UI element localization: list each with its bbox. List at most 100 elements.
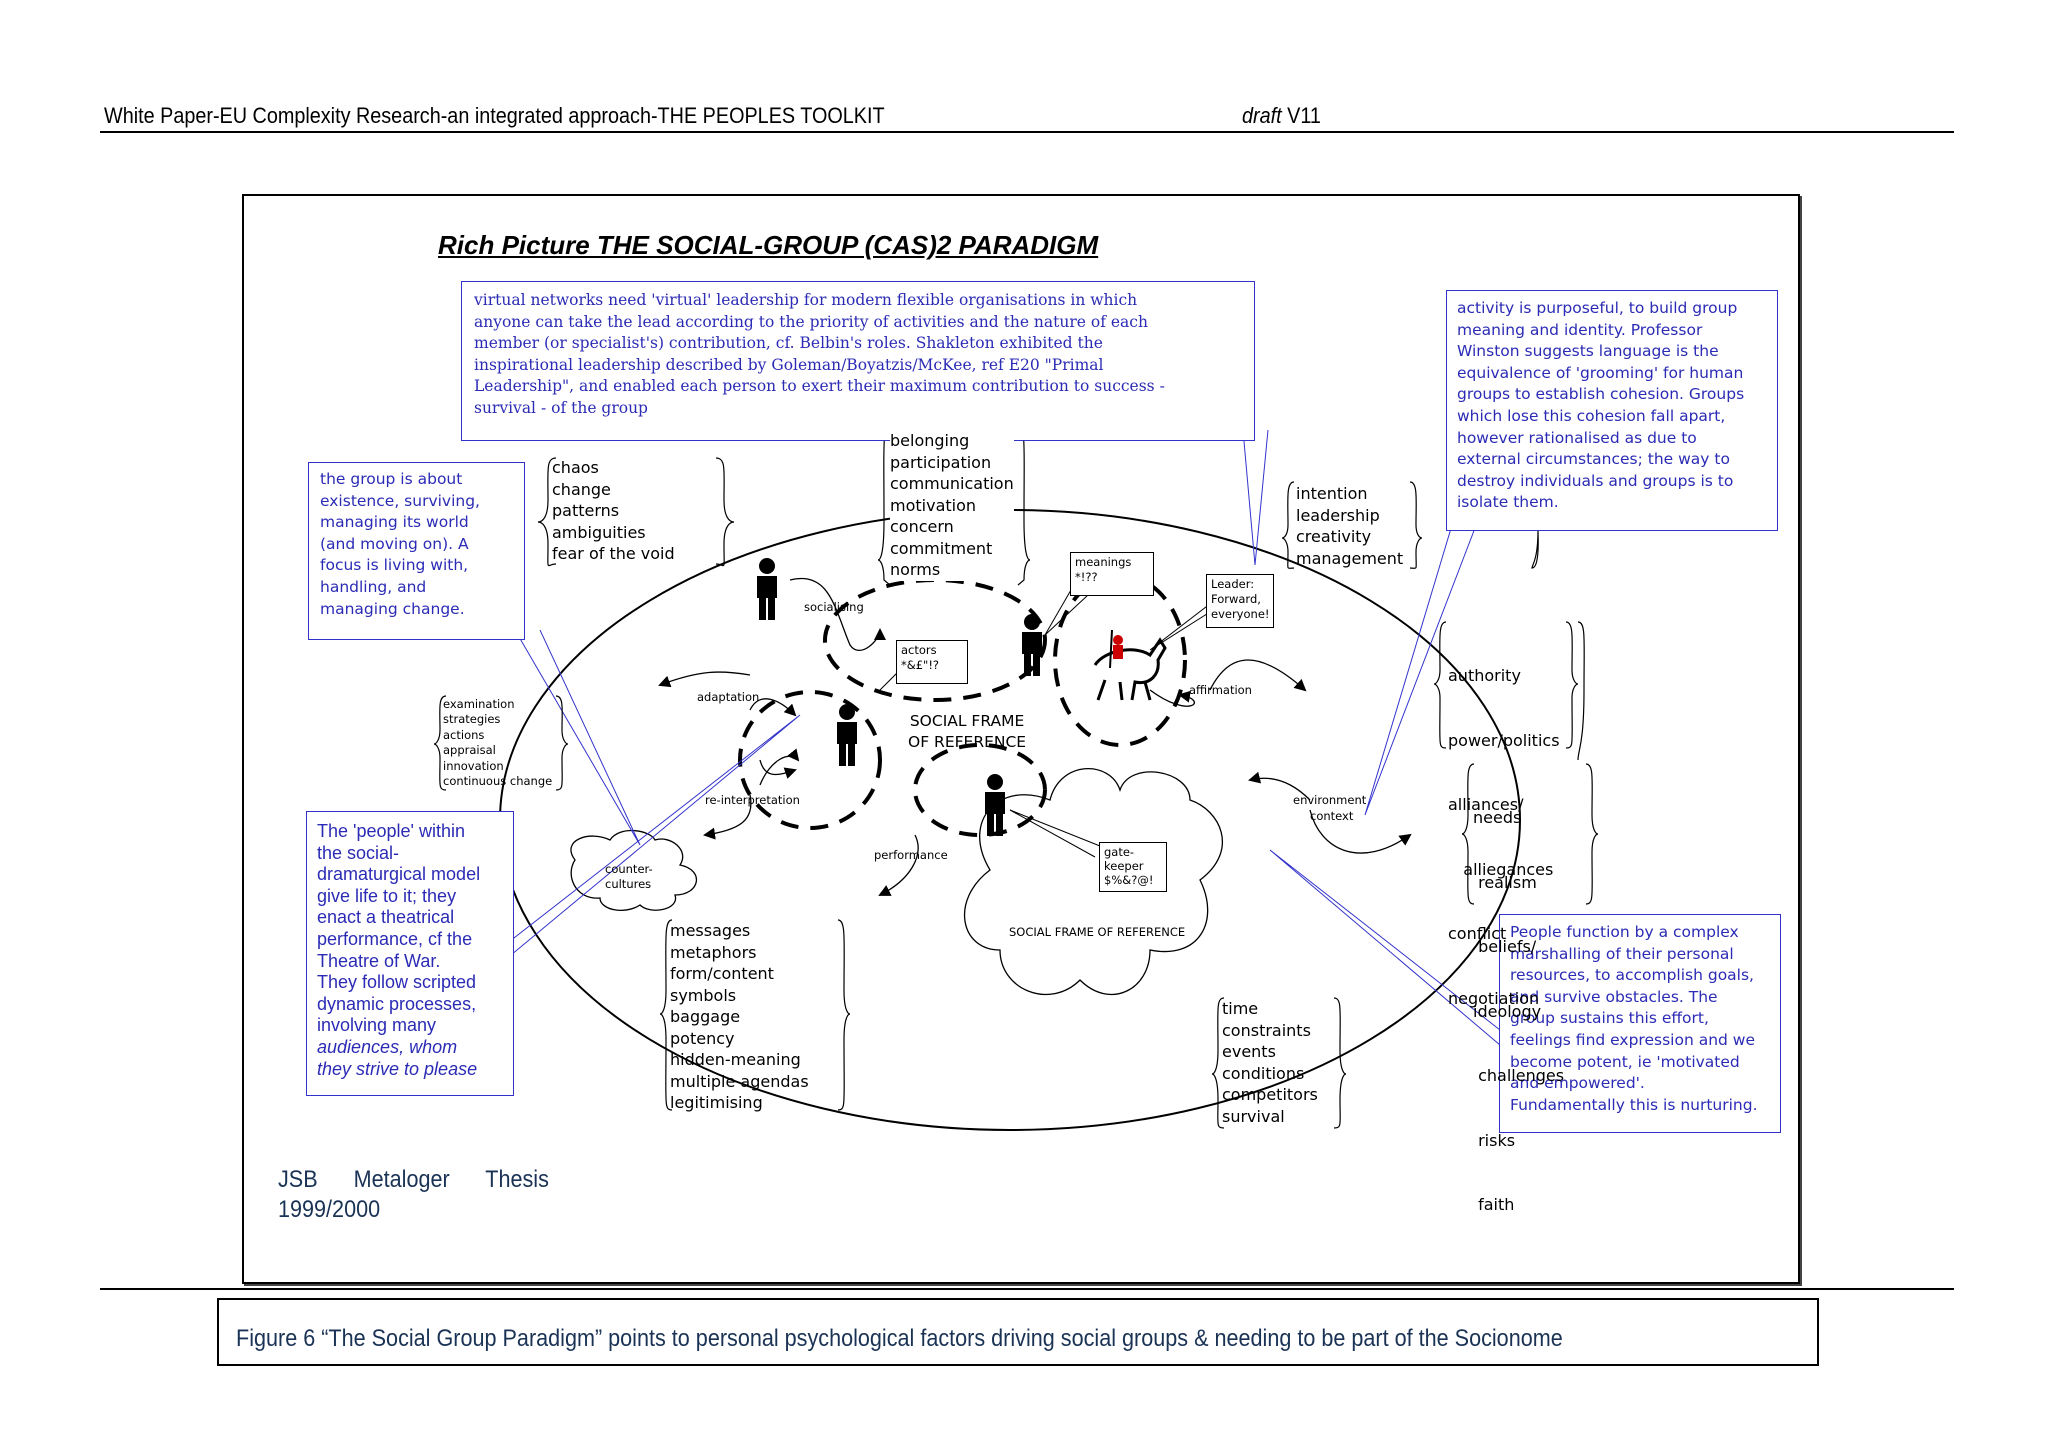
counter-cultures-cloud (570, 829, 698, 911)
list-item: actions (443, 727, 485, 742)
label-social-frame-small: SOCIAL FRAME OF REFERENCE (1009, 925, 1186, 939)
callout-meanings: meanings *!?? (1070, 552, 1154, 596)
label-performance: performance (874, 848, 948, 862)
label-adaptation: adaptation (697, 690, 760, 704)
note-line: external circumstances; the way to (1457, 450, 1730, 469)
note-line: existence, surviving, (320, 491, 480, 510)
dashed-cloud-bottom (913, 743, 1047, 837)
note-line: managing its world (320, 513, 469, 532)
note-line: handling, and (320, 577, 427, 596)
header-title: White Paper-EU Complexity Research-an in… (104, 103, 885, 128)
list-item: beliefs/ (1473, 937, 1537, 956)
note-line: marshalling of their personal (1510, 944, 1734, 963)
label-social-frame-of-reference: SOCIAL FRAME OF REFERENCE (908, 711, 1026, 753)
list-intention: intention leadership creativity manageme… (1296, 483, 1403, 569)
note-line: the group is about (320, 470, 463, 488)
list-item: continuous change (443, 774, 553, 789)
list-item: ambiguities (552, 522, 646, 542)
person-figure (837, 704, 857, 766)
note-line: meaning and identity. Professor (1457, 320, 1703, 339)
note-line: isolate them. (1457, 493, 1559, 512)
list-item: legitimising (670, 1093, 763, 1112)
list-item: leadership (1296, 505, 1380, 525)
list-item: faith (1473, 1195, 1515, 1214)
list-item: patterns (552, 501, 620, 520)
note-line: become potent, ie 'motivated (1510, 1052, 1740, 1071)
callout-line: gate- (1104, 845, 1135, 859)
dashed-cloud-left (738, 690, 882, 830)
note-line: dynamic processes, (317, 993, 477, 1014)
note-line: audiences, whom (317, 1036, 458, 1057)
figure-caption: Figure 6 “The Social Group Paradigm” poi… (236, 1325, 1563, 1352)
group-existence-note: the group is about existence, surviving,… (308, 462, 525, 640)
note-line: Winston suggests language is the (1457, 342, 1719, 361)
note-line: People function by a complex (1510, 923, 1739, 941)
list-item: negotiation (1448, 988, 1540, 1008)
note-line: They follow scripted (317, 972, 477, 993)
list-item: needs (1473, 808, 1522, 827)
header-rule (100, 131, 1954, 133)
virtual-leadership-note: virtual networks need 'virtual' leadersh… (461, 281, 1255, 441)
callout-line: *!?? (1075, 570, 1098, 584)
knight-icon (1093, 629, 1167, 701)
callout-actors: actors *&£"!? (896, 640, 968, 684)
draft-word: draft (1242, 103, 1282, 128)
note-line: give life to it; they (317, 885, 457, 906)
note-line: enact a theatrical (317, 907, 455, 928)
footer-rule (100, 1288, 1954, 1290)
list-item: examination (443, 697, 515, 711)
callout-line: actors (901, 643, 937, 657)
person-figure (757, 558, 777, 620)
list-chaos: chaos change patterns ambiguities fear o… (552, 457, 675, 565)
list-item: alliances/ (1448, 795, 1524, 814)
caption-box (217, 1298, 1819, 1366)
list-item: baggage (670, 1007, 741, 1026)
list-item: competitors (1222, 1085, 1318, 1104)
list-time: time constraints events conditions compe… (1222, 998, 1318, 1127)
note-line: dramaturgical model (317, 864, 481, 885)
note-line: (and moving on). A (320, 534, 469, 553)
note-line: the social- (317, 842, 400, 863)
label-socialising: socialising (804, 600, 864, 614)
list-item: potency (670, 1028, 735, 1048)
list-item: concern (890, 517, 954, 536)
list-item: multiple agendas (670, 1071, 809, 1091)
list-item: conflict (1448, 924, 1507, 943)
callout-line: Leader: (1211, 577, 1255, 591)
note-line: group sustains this effort, (1510, 1009, 1709, 1028)
list-item: constraints (1222, 1020, 1311, 1040)
list-item: challenges (1473, 1066, 1565, 1085)
list-item: metaphors (670, 942, 757, 962)
note-line: Fundamentally this is nurturing. (1510, 1095, 1758, 1114)
callout-leader: Leader: Forward, everyone! (1206, 574, 1274, 628)
list-item: realism (1473, 872, 1537, 892)
person-figure (1022, 614, 1042, 676)
note-line: focus is living with, (320, 556, 469, 575)
callout-line: *&£"!? (901, 658, 940, 672)
diagram-title: Rich Picture THE SOCIAL-GROUP (CAS)2 PAR… (438, 230, 1099, 260)
figure-frame (242, 194, 1800, 1284)
note-line: involving many (317, 1015, 437, 1036)
note-line: destroy individuals and groups is to (1457, 471, 1734, 490)
list-item: symbols (670, 985, 737, 1005)
list-item: communication (890, 474, 1014, 493)
list-messages: messages metaphors form/content symbols … (670, 920, 809, 1114)
callout-line: everyone! (1211, 607, 1270, 621)
label-cultures: cultures (605, 877, 652, 891)
label-line: OF REFERENCE (908, 733, 1027, 751)
list-item: strategies (443, 712, 501, 727)
list-item: fear of the void (552, 544, 675, 563)
list-item: ideology (1473, 1001, 1542, 1021)
list-item: time (1222, 999, 1259, 1018)
note-line: however rationalised as due to (1457, 428, 1697, 447)
note-line: anyone can take the lead according to th… (474, 312, 1148, 331)
note-line: Theatre of War. (317, 950, 441, 971)
list-item: intention (1296, 484, 1368, 503)
label-reinterpretation: re-interpretation (705, 793, 800, 807)
list-item: commitment (890, 538, 993, 558)
signature-line-2: 1999/2000 (278, 1196, 381, 1223)
dashed-cloud-right (1053, 573, 1187, 747)
note-line: resources, to accomplish goals, (1510, 966, 1754, 985)
callout-line: Forward, (1211, 592, 1261, 606)
